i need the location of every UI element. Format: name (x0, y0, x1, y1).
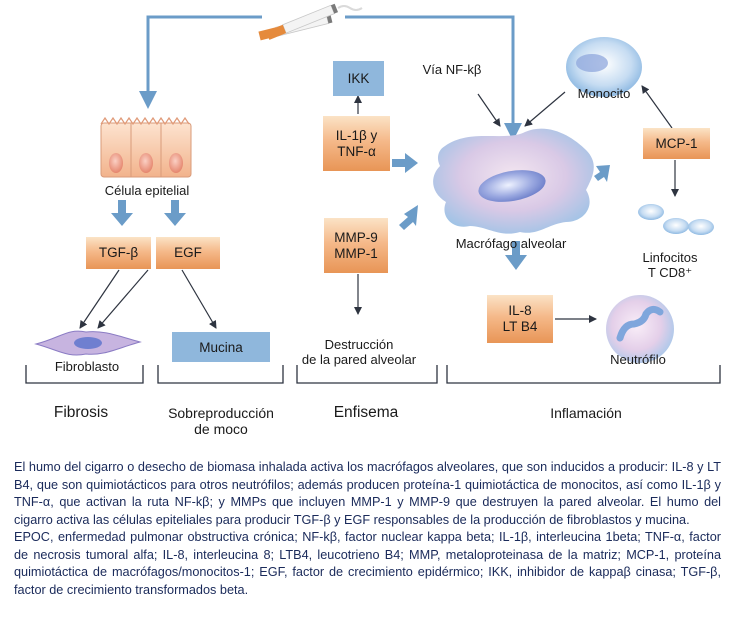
nfkb-pathway-label: Vía NF-kβ (422, 62, 482, 77)
thick-blue-arrows (111, 153, 610, 270)
category-mucus-overproduction: Sobreproducción de moco (155, 405, 287, 437)
lymphocytes-line1: Linfocitos (642, 250, 698, 265)
mucus-line2: de moco (194, 421, 248, 437)
smoke-flow-arrows (139, 15, 522, 141)
category-fibrosis: Fibrosis (53, 404, 109, 421)
egf-box: EGF (156, 237, 220, 269)
pathway-diagram (25, 3, 721, 384)
thin-dark-arrows (79, 85, 679, 329)
tnf-label: TNF-α (337, 143, 376, 159)
destruction-line1: Destrucción (324, 337, 394, 352)
caption-paragraph-2: EPOC, enfermedad pulmonar obstructiva cr… (14, 530, 721, 597)
mucina-box: Mucina (172, 332, 270, 362)
mucus-line1: Sobreproducción (168, 405, 274, 421)
category-brackets (25, 365, 721, 384)
lymphocytes-icon (638, 204, 714, 235)
macrophage-cell-icon (433, 128, 594, 234)
neutrophil-label: Neutrófilo (610, 352, 666, 367)
fibroblast-cell-icon (34, 330, 142, 356)
lymphocytes-line2: T CD8⁺ (647, 265, 693, 280)
ltb4-label: LT B4 (502, 319, 538, 334)
mmp1-label: MMP-1 (334, 245, 378, 261)
figure-caption: El humo del cigarro o desecho de biomasa… (14, 459, 721, 599)
fibroblast-label: Fibroblasto (54, 359, 120, 374)
mmp9-label: MMP-9 (334, 229, 378, 245)
category-emphysema: Enfisema (333, 404, 399, 421)
destruction-label: Destrucción de la pared alveolar (294, 337, 424, 367)
lymphocytes-label: Linfocitos T CD8⁺ (626, 250, 714, 280)
category-inflammation: Inflamación (550, 405, 622, 421)
tgfb-box: TGF-β (86, 237, 151, 269)
neutrophil-cell-icon (606, 295, 674, 363)
epithelial-cells-icon (100, 116, 192, 178)
mcp1-box: MCP-1 (643, 128, 710, 159)
monocyte-label: Monocito (577, 86, 631, 101)
destruction-line2: de la pared alveolar (301, 352, 417, 367)
caption-paragraph-1: El humo del cigarro o desecho de biomasa… (14, 460, 721, 527)
il1-label: IL-1β y (335, 127, 378, 143)
epithelial-cell-label: Célula epitelial (104, 183, 190, 198)
mmp-box: MMP-9 MMP-1 (324, 218, 388, 273)
ikk-box: IKK (333, 61, 384, 96)
macrophage-label: Macrófago alveolar (455, 236, 567, 251)
il8-ltb4-box: IL-8 LT B4 (487, 295, 553, 343)
il1-tnf-box: IL-1β y TNF-α (323, 116, 390, 171)
il8-label: IL-8 (508, 303, 532, 318)
cigarettes-icon (258, 3, 363, 41)
monocyte-cell-icon (566, 37, 642, 97)
